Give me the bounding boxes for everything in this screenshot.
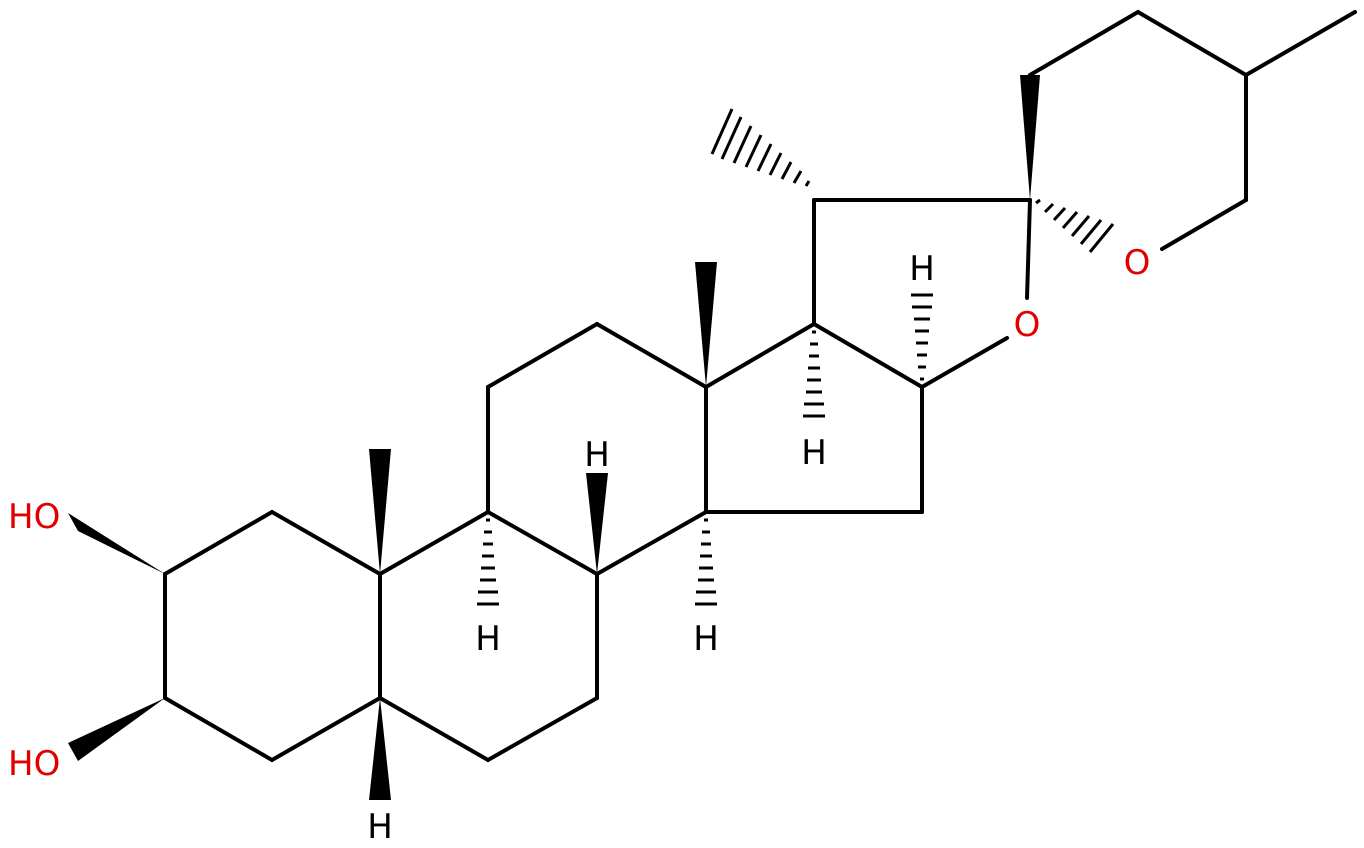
wedge-c22-c23 (1020, 75, 1040, 200)
bond-c6-c7 (486, 696, 599, 762)
bond-c3-c4 (163, 696, 274, 762)
wedge-c13-methyl (695, 262, 717, 387)
hash-c17-h (803, 330, 825, 418)
wedge-c2-oh (68, 513, 165, 574)
bond-c11-c12 (486, 322, 599, 389)
bond-c16-c17 (812, 322, 924, 389)
bond-c26-o (1160, 198, 1248, 251)
bond-c4-c5 (270, 696, 382, 762)
bond-o-c22 (1025, 198, 1032, 300)
hash-c9-h (477, 518, 499, 606)
bond-c25-methyl (1244, 10, 1357, 77)
label-o-pyran: O (1124, 243, 1151, 283)
bond-c17-c13 (704, 322, 816, 389)
bond-c5-c6 (378, 696, 490, 762)
bond-c1-c2 (163, 510, 274, 576)
wedge-c8-h (586, 473, 608, 574)
bond-skeleton (163, 10, 1357, 762)
bond-c10-c1 (270, 510, 382, 576)
hash-c20-methyl (710, 108, 811, 187)
bond-c8-c9 (486, 510, 599, 576)
wedge-c5-h (369, 698, 391, 800)
label-o-furan: O (1014, 305, 1041, 345)
wedge-c10-methyl (369, 449, 391, 574)
bond-c12-c13 (595, 322, 708, 389)
hash-c16-h (911, 293, 933, 381)
label-h-c8: H (584, 435, 610, 475)
wedge-c3-oh (68, 698, 165, 761)
label-h-c17: H (801, 433, 827, 473)
bond-c24-c25 (1136, 10, 1248, 77)
label-ho-top: HO (8, 497, 60, 537)
label-h-c5: H (367, 807, 393, 847)
label-h-c14: H (693, 619, 719, 659)
bond-c23-c24 (1028, 10, 1140, 77)
bond-c9-c10 (378, 510, 490, 576)
label-ho-bottom: HO (8, 744, 60, 784)
hash-c14-h (695, 518, 717, 606)
bond-c14-c8 (595, 510, 708, 576)
label-h-c9: H (475, 619, 501, 659)
bond-c16-o (920, 336, 1009, 389)
hash-c22-opyran (1035, 198, 1115, 253)
wedge-bonds (68, 75, 1040, 800)
label-h-c16: H (909, 249, 935, 289)
